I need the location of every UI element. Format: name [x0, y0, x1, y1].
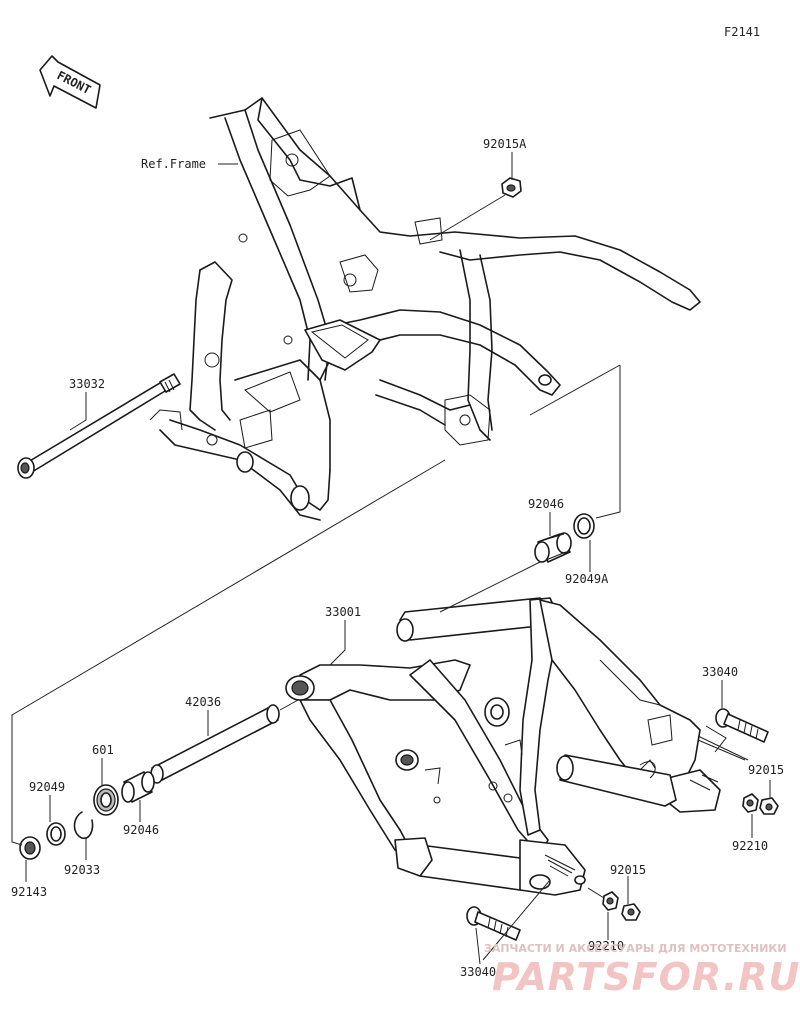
label-33001: 33001	[325, 605, 361, 619]
nut-92210-right	[742, 793, 759, 813]
watermark-tagline: ЗАПЧАСТИ И АКСЕССУАРЫ ДЛЯ МОТОТЕХНИКИ	[484, 942, 787, 955]
watermark: ЗАПЧАСТИ И АКСЕССУАРЫ ДЛЯ МОТОТЕХНИКИ PA…	[484, 942, 800, 999]
swingarm-33001	[285, 597, 727, 896]
front-arrow-icon: FRONT	[39, 55, 101, 109]
label-92210-right: 92210	[732, 839, 768, 853]
label-92049A: 92049A	[565, 572, 609, 586]
nut-92015A	[501, 177, 522, 198]
nut-92015-bottom	[621, 903, 641, 921]
label-92049: 92049	[29, 780, 65, 794]
label-42036: 42036	[185, 695, 221, 709]
label-92015A: 92015A	[483, 137, 527, 151]
label-33040-bottom: 33040	[460, 965, 496, 979]
ball-bearing-601	[93, 784, 119, 816]
collar-92143	[19, 836, 41, 860]
label-92210-bottom: 92210	[588, 939, 624, 953]
label-601: 601	[92, 743, 114, 757]
label-92143: 92143	[11, 885, 47, 899]
label-92015-bottom: 92015	[610, 863, 646, 877]
pivot-shaft-33032	[17, 373, 181, 479]
label-33040-right: 33040	[702, 665, 738, 679]
nut-92015-right	[759, 797, 779, 815]
label-92015-right: 92015	[748, 763, 784, 777]
sleeve-42036	[150, 704, 280, 784]
leader-lines	[11, 152, 771, 965]
adjuster-bolt-33040-bottom	[466, 906, 521, 941]
label-33032: 33032	[69, 377, 105, 391]
adjuster-bolt-33040-right	[715, 708, 769, 743]
bearing-92046-top	[534, 532, 572, 563]
watermark-brand: PARTSFOR.RU	[492, 955, 800, 999]
figure-id: F2141	[724, 25, 760, 39]
circlip-92033	[73, 811, 94, 840]
ref-frame-label: Ref.Frame	[141, 157, 206, 171]
label-92033: 92033	[64, 863, 100, 877]
seal-92049	[46, 822, 66, 846]
label-92046-top: 92046	[528, 497, 564, 511]
frame-illustration	[149, 97, 701, 521]
seal-92049A	[573, 513, 595, 539]
nut-92210-bottom	[602, 891, 619, 911]
bearing-92046-bottom	[121, 771, 155, 803]
label-92046-bottom: 92046	[123, 823, 159, 837]
